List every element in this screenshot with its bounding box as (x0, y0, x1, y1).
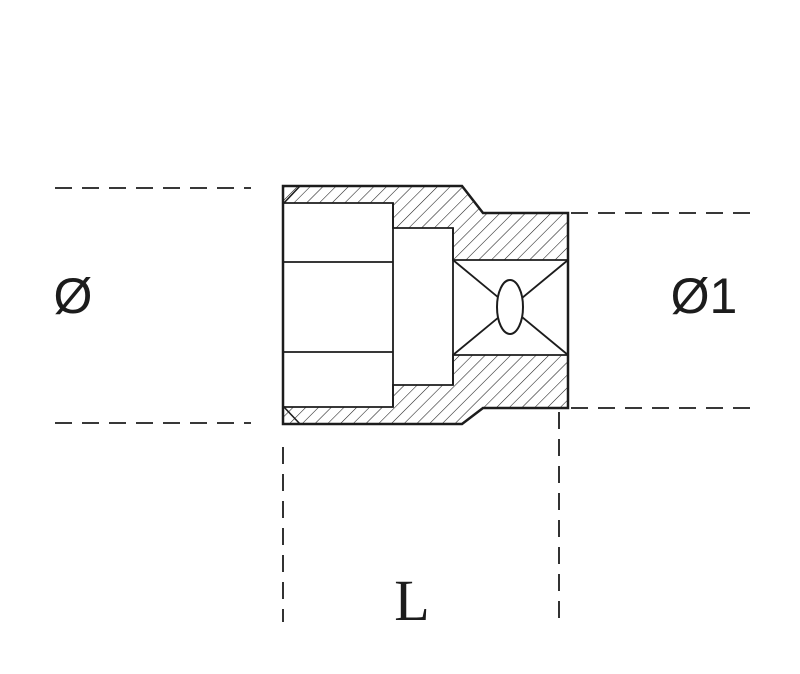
entry-chamfer-bottom-line (282, 405, 301, 425)
ball-detent-hole (496, 279, 524, 335)
length-label: L (394, 568, 429, 633)
entry-chamfer-top-line (282, 185, 301, 205)
diameter-left-label: Ø (54, 268, 93, 324)
diameter-right-label: Ø1 (671, 268, 738, 324)
socket-outer-profile (281, 184, 570, 426)
